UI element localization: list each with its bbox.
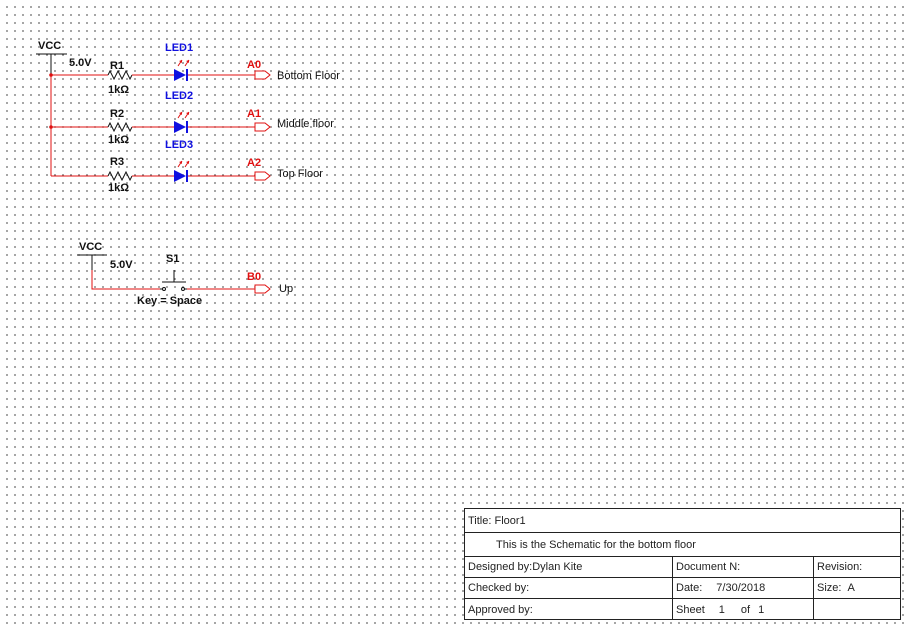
circuit-up-switch: VCC 5.0V S1 Key = Space B0 Up <box>77 241 293 307</box>
port-a0-connector[interactable] <box>254 70 271 80</box>
tb-row-checked: Checked by: Date: 7/30/2018 Size: A <box>465 578 900 599</box>
tb-sheet-num: 1 <box>718 603 725 616</box>
tb-sheet-total: 1 <box>758 603 765 616</box>
circuit-led-floors: VCC 5.0V R1 1kΩ LED1 A0 B <box>36 40 340 194</box>
tb-title: Title: Floor1 <box>468 514 526 527</box>
vcc-voltage-1: 5.0V <box>69 57 92 69</box>
tb-size-label: Size: <box>817 582 842 594</box>
r3-value: 1kΩ <box>108 182 129 194</box>
switch-key-label: Key = Space <box>137 295 202 307</box>
r2-value: 1kΩ <box>108 134 129 146</box>
tb-row-title: Title: Floor1 <box>465 509 900 533</box>
vcc-source-2[interactable]: VCC 5.0V <box>77 241 133 271</box>
branch-row-1: R1 1kΩ LED1 A0 Bottom Floor <box>51 42 340 96</box>
port-a0-name: A0 <box>247 59 261 71</box>
port-a1-name: A1 <box>247 108 261 120</box>
title-block: Title: Floor1 This is the Schematic for … <box>464 508 901 620</box>
r1-value: 1kΩ <box>108 84 129 96</box>
resistor-r1[interactable] <box>107 69 133 81</box>
tb-row-designed: Designed by:Dylan Kite Document N: Revis… <box>465 557 900 578</box>
port-a1-connector[interactable] <box>254 122 271 132</box>
led1-name: LED1 <box>165 42 193 54</box>
led3-name: LED3 <box>165 139 193 151</box>
tb-checked-by: Checked by: <box>468 582 530 594</box>
port-a0-label: Bottom Floor <box>277 70 340 82</box>
tb-document-no: Document N: <box>676 561 741 573</box>
tb-date-value: 7/30/2018 <box>716 582 766 594</box>
led-d2[interactable] <box>174 111 190 133</box>
port-a2-connector[interactable] <box>254 171 271 181</box>
led-d1[interactable] <box>174 59 190 81</box>
vcc-voltage-2: 5.0V <box>110 259 133 271</box>
tb-row-description: This is the Schematic for the bottom flo… <box>465 533 900 557</box>
led-d3[interactable] <box>174 160 190 182</box>
port-a1-label: Middle floor <box>277 118 334 130</box>
tb-designed-by: Designed by:Dylan Kite <box>468 561 583 573</box>
vcc-label-2: VCC <box>79 241 102 253</box>
vcc-source-1[interactable]: VCC 5.0V <box>36 40 92 75</box>
tb-sheet-label: Sheet <box>676 603 705 616</box>
port-b0-label: Up <box>279 283 293 295</box>
resistor-r3[interactable] <box>107 170 133 182</box>
switch-name: S1 <box>166 253 179 265</box>
tb-date-label: Date: <box>676 582 703 594</box>
port-b0-name: B0 <box>247 271 261 283</box>
tb-revision: Revision: <box>817 561 863 573</box>
tb-sheet-of: of <box>740 603 751 616</box>
led2-name: LED2 <box>165 90 193 102</box>
branch-row-3: R3 1kΩ LED3 A2 Top Floor <box>51 139 323 194</box>
vcc-label-1: VCC <box>38 40 61 52</box>
tb-size-value: A <box>847 582 855 594</box>
tb-description: This is the Schematic for the bottom flo… <box>496 538 696 551</box>
r1-name: R1 <box>110 60 124 72</box>
port-a2-name: A2 <box>247 157 261 169</box>
tb-row-approved: Approved by: Sheet 1 of 1 <box>465 599 900 620</box>
wire <box>91 270 160 290</box>
port-a2-label: Top Floor <box>277 168 323 180</box>
pushbutton-switch-s1[interactable] <box>160 270 187 291</box>
r3-name: R3 <box>110 156 124 168</box>
r2-name: R2 <box>110 108 124 120</box>
branch-row-2: R2 1kΩ LED2 A1 Middle floor <box>51 90 334 146</box>
tb-approved-by: Approved by: <box>468 603 533 616</box>
port-b0-connector[interactable] <box>254 284 271 294</box>
resistor-r2[interactable] <box>107 121 133 133</box>
